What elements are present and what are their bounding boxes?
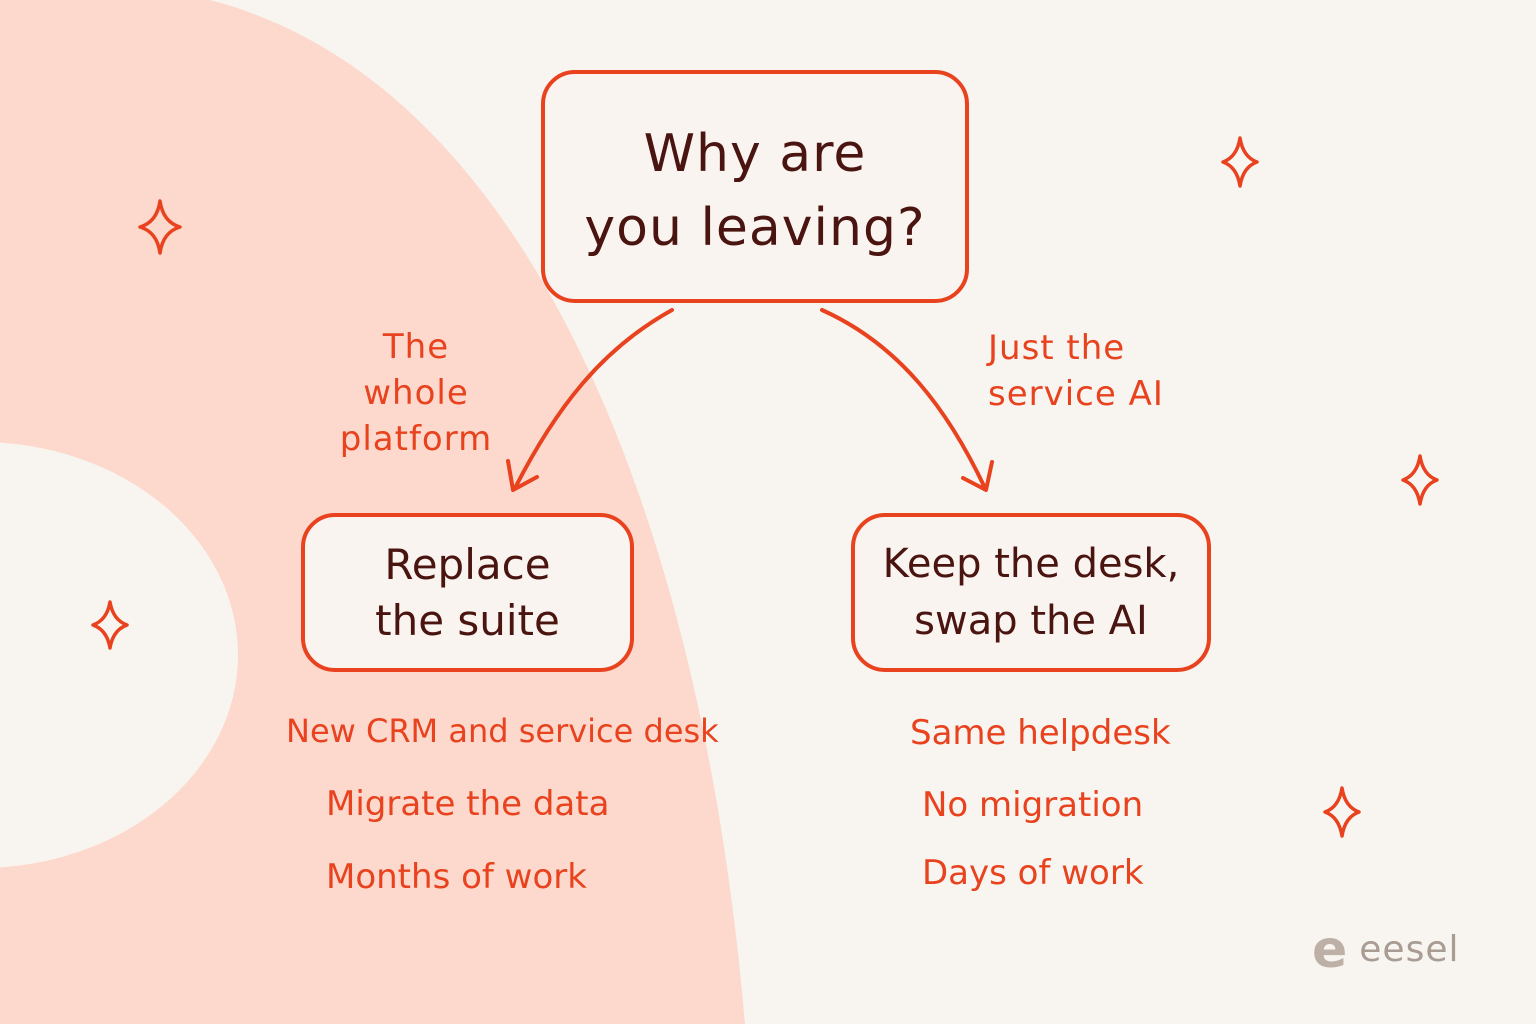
eesel-logo-text: eesel: [1359, 929, 1460, 970]
option-left-line-1: Replace: [384, 539, 551, 589]
question-line-2: you leaving?: [584, 197, 926, 258]
right-detail-item: No migration: [922, 785, 1144, 825]
option-node-replace-suite: Replace the suite: [301, 513, 634, 672]
branch-label-right-line-2: service AI: [988, 374, 1164, 414]
branch-label-left: The whole platform: [326, 324, 506, 462]
sparkle-icon: [91, 600, 129, 650]
sparkle-icon: [1323, 786, 1361, 838]
question-node: Why are you leaving?: [541, 70, 969, 303]
branch-label-right: Just the service AI: [988, 325, 1188, 417]
option-left-line-2: the suite: [375, 595, 560, 645]
option-node-swap-ai: Keep the desk, swap the AI: [851, 513, 1211, 672]
left-detail-item: Months of work: [326, 857, 587, 897]
arrow-left-head: [506, 459, 539, 492]
question-line-1: Why are: [643, 123, 867, 184]
option-right-line-1: Keep the desk,: [882, 540, 1180, 587]
eesel-logo-icon: e: [1312, 920, 1348, 980]
arrow-left-connector: [513, 308, 674, 490]
sparkle-icon: [1401, 454, 1439, 506]
left-detail-item: Migrate the data: [326, 784, 610, 824]
option-right-line-2: swap the AI: [914, 597, 1148, 644]
eesel-logo: e eesel: [1312, 924, 1459, 976]
right-detail-item: Days of work: [922, 853, 1144, 893]
right-detail-item: Same helpdesk: [910, 713, 1171, 753]
branch-label-right-line-1: Just the: [988, 328, 1126, 368]
arrow-right-connector: [820, 308, 987, 490]
branch-label-left-line-2: platform: [339, 419, 493, 459]
inner-light-ellipse: [0, 442, 238, 868]
sparkle-icon: [138, 199, 182, 255]
arrow-right-head: [961, 460, 994, 492]
branch-label-left-line-1: The whole: [363, 327, 469, 413]
sparkle-icon: [1221, 136, 1259, 188]
left-detail-item: New CRM and service desk: [286, 712, 719, 750]
